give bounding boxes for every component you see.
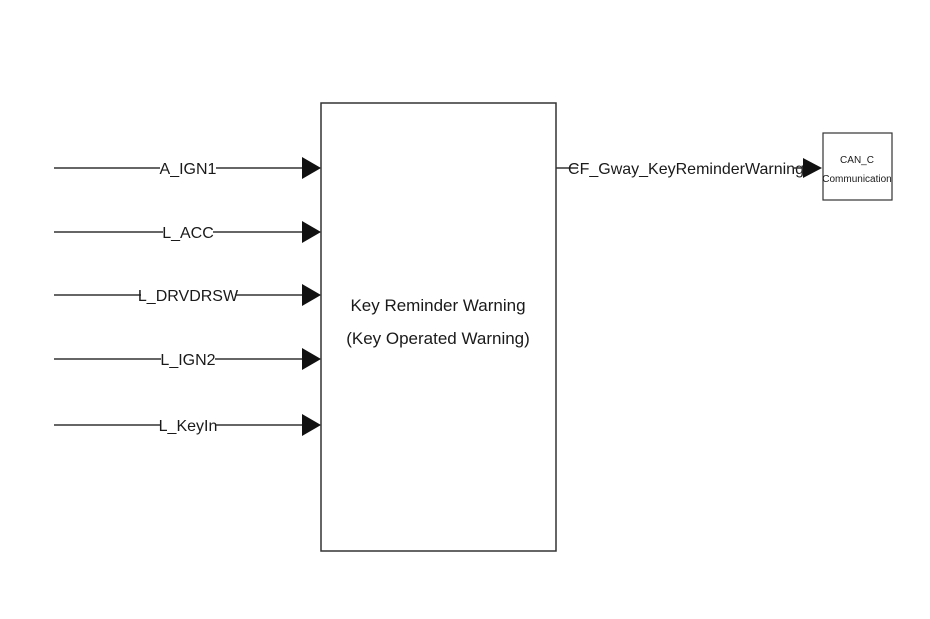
arrow-head-icon [302,157,321,179]
main-block [320,102,557,552]
input-label: L_IGN2 [160,352,215,369]
arrow-head-icon [302,348,321,370]
input-label: L_DRVDRSW [138,288,239,305]
main-block-title: Key Reminder Warning [350,296,525,315]
can-c-title: CAN_C [840,155,874,166]
input-signal-l-acc: L_ACC [54,221,321,243]
arrow-head-icon [302,414,321,436]
can-c-subtitle: Communication [822,174,891,185]
main-block-subtitle: (Key Operated Warning) [346,329,530,348]
input-signal-l-drvdrsw: L_DRVDRSW [54,284,321,306]
output-label: CF_Gway_KeyReminderWarning [568,161,804,178]
input-signal-a-ign1: A_IGN1 [54,157,321,179]
input-label: L_ACC [162,225,214,242]
arrow-head-icon [302,284,321,306]
output-signal: CF_Gway_KeyReminderWarning [556,158,822,178]
arrow-head-icon [803,158,822,178]
input-signal-l-ign2: L_IGN2 [54,348,321,370]
input-signal-l-keyin: L_KeyIn [54,414,321,436]
arrow-head-icon [302,221,321,243]
can-c-block [822,132,893,201]
input-label: L_KeyIn [159,418,218,435]
input-label: A_IGN1 [160,161,217,178]
